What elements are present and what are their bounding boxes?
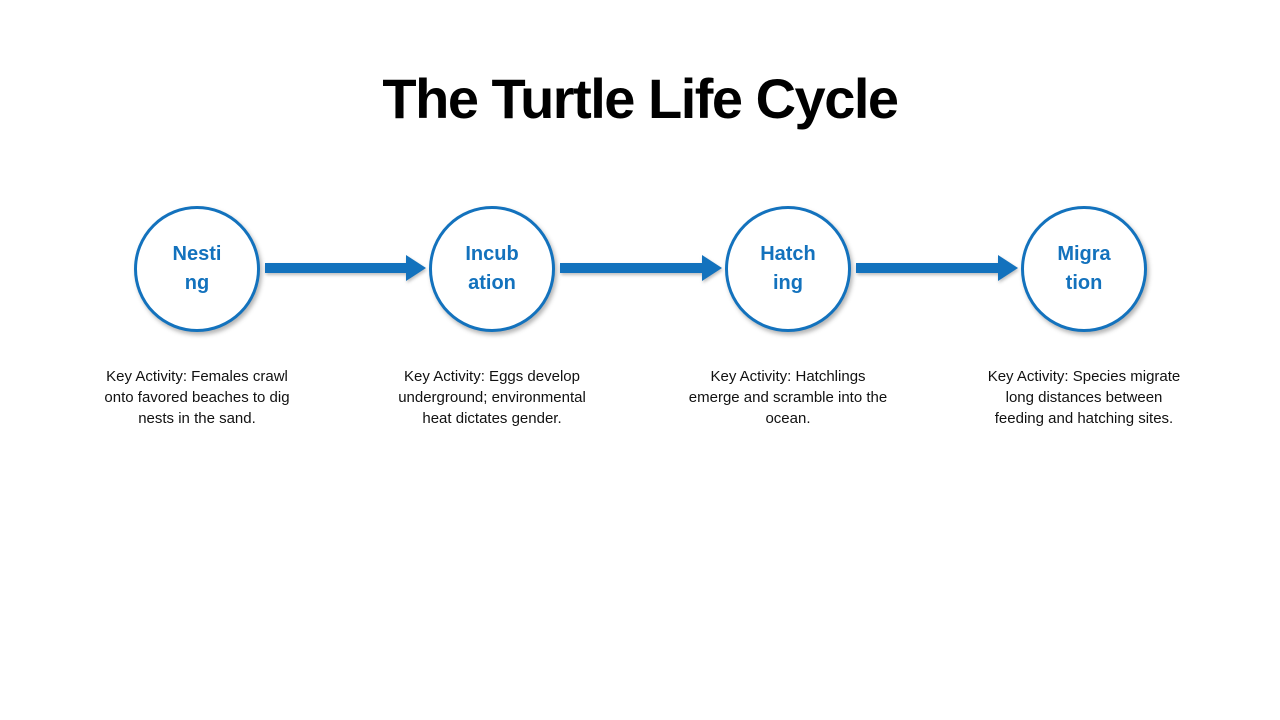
stage-label-line: tion: [1065, 272, 1103, 294]
description-line: long distances between: [1005, 389, 1163, 406]
description-line: nests in the sand.: [138, 410, 256, 427]
stage-description-migration: Key Activity: Species migrate long dista…: [953, 366, 1215, 429]
description-line: Key Activity: Eggs develop: [404, 368, 580, 385]
stage-label-line: Migra: [1057, 243, 1111, 265]
description-line: underground; environmental: [398, 389, 586, 406]
description-line: ocean.: [765, 410, 811, 427]
arrow-head: [702, 255, 722, 281]
description-line: Key Activity: Species migrate: [987, 368, 1181, 385]
stage-circle-migration: Migra tion: [1021, 206, 1147, 332]
stage-label-line: Hatch: [760, 243, 816, 265]
stage-circle-incubation: Incub ation: [429, 206, 555, 332]
stage-label-hatching: Hatch ing: [760, 240, 816, 298]
stage-label-line: ation: [468, 272, 516, 294]
stage-label-incubation: Incub ation: [465, 240, 518, 298]
arrow-shaft: [856, 263, 998, 273]
description-line: feeding and hatching sites.: [994, 410, 1174, 427]
arrow-right-icon: [560, 250, 722, 286]
description-line: onto favored beaches to dig: [104, 389, 290, 406]
arrow-right-icon: [856, 250, 1018, 286]
arrow-shaft: [560, 263, 702, 273]
stage-label-nesting: Nesti ng: [173, 240, 222, 298]
stage-label-line: ng: [184, 272, 210, 294]
arrow-head: [998, 255, 1018, 281]
stage-label-migration: Migra tion: [1057, 240, 1110, 298]
stage-description-nesting: Key Activity: Females crawl onto favored…: [66, 366, 328, 429]
stage-circle-nesting: Nesti ng: [134, 206, 260, 332]
slide-title: The Turtle Life Cycle: [382, 67, 899, 130]
stage-label-line: Nesti: [172, 243, 222, 265]
stage-label-line: ing: [772, 272, 803, 294]
description-line: Key Activity: Females crawl: [106, 368, 288, 385]
description-line: emerge and scramble into the: [688, 389, 888, 406]
stage-label-line: Incub: [465, 243, 519, 265]
description-line: heat dictates gender.: [422, 410, 562, 427]
arrow-right-icon: [265, 250, 426, 286]
stage-circle-hatching: Hatch ing: [725, 206, 851, 332]
arrow-head: [406, 255, 426, 281]
arrow-shaft: [265, 263, 406, 273]
stage-description-hatching: Key Activity: Hatchlings emerge and scra…: [657, 366, 919, 429]
description-line: Key Activity: Hatchlings: [710, 368, 866, 385]
stage-description-incubation: Key Activity: Eggs develop underground; …: [361, 366, 623, 429]
